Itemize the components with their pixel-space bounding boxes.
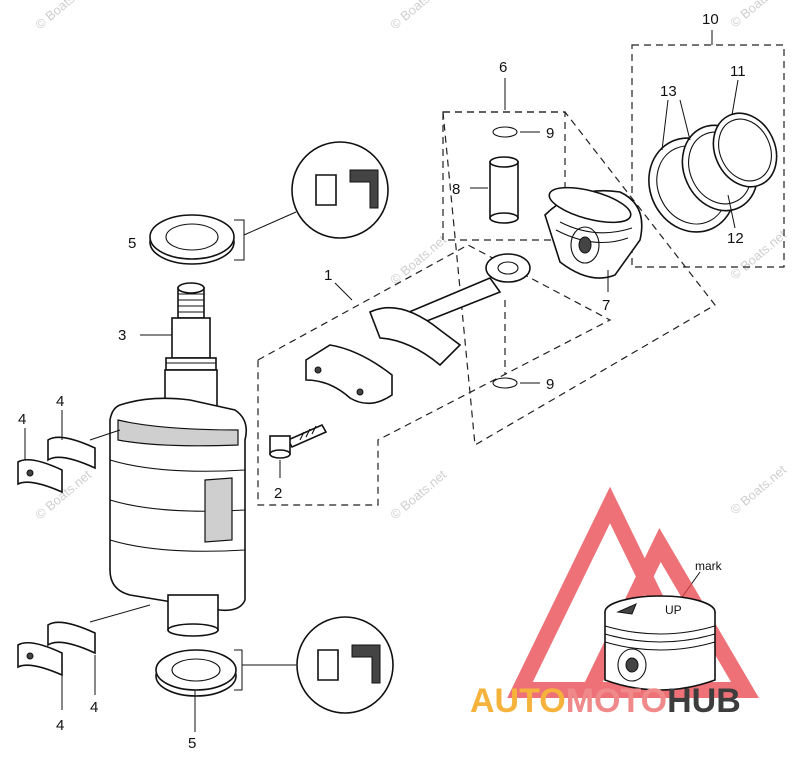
group-box-rings xyxy=(631,44,785,268)
logo-text-auto: AUTO xyxy=(470,682,566,720)
watermark: © Boats.net xyxy=(387,467,449,523)
callout-10: 10 xyxy=(702,11,719,28)
callout-13: 13 xyxy=(660,83,677,100)
logo-text-moto: MOTO xyxy=(566,682,667,720)
callout-9: 9 xyxy=(546,125,554,142)
automotohub-logo-text: AUTOMOTOHUB xyxy=(470,682,741,720)
callout-6: 6 xyxy=(499,59,507,76)
watermark: © Boats.net xyxy=(727,462,789,518)
callout-7: 7 xyxy=(602,297,610,314)
callout-1: 1 xyxy=(324,267,332,284)
piston xyxy=(544,186,643,279)
watermark: © Boats.net xyxy=(387,232,449,288)
callout-12: 12 xyxy=(727,230,744,247)
callout-2: 2 xyxy=(274,485,282,502)
connecting-rod xyxy=(305,253,531,405)
crankshaft xyxy=(109,282,248,637)
callout-9: 9 xyxy=(546,376,554,393)
group-box-piston xyxy=(442,111,716,446)
piston-rings xyxy=(648,112,778,233)
leader-lines xyxy=(24,30,739,732)
watermark: © Boats.net xyxy=(387,0,449,32)
group-box-6 xyxy=(442,111,566,241)
rod-bolt xyxy=(269,423,328,459)
bearing-lower xyxy=(17,621,96,677)
piston-pin xyxy=(489,156,519,224)
callout-3: 3 xyxy=(118,327,126,344)
oil-seal-lower xyxy=(155,616,394,714)
callout-4: 4 xyxy=(18,411,26,428)
bearing-upper xyxy=(17,436,96,494)
piston-detail: UP mark xyxy=(604,559,723,691)
logo-text-hub: HUB xyxy=(667,682,741,720)
watermark: © Boats.net xyxy=(32,0,94,32)
piston-crown-text: UP xyxy=(665,603,682,617)
oil-seal-upper xyxy=(149,141,389,265)
callout-4: 4 xyxy=(56,393,64,410)
group-box-1 xyxy=(257,244,612,506)
mark-label: mark xyxy=(695,559,723,573)
callout-11: 11 xyxy=(730,63,746,80)
watermark: © Boats.net xyxy=(727,0,789,30)
svg-text:AUTOMOTOHUB: AUTOMOTOHUB xyxy=(470,682,741,720)
callout-4: 4 xyxy=(90,699,98,716)
callout-4: 4 xyxy=(56,717,64,734)
callout-8: 8 xyxy=(452,181,460,198)
callout-5: 5 xyxy=(128,235,136,252)
callout-5: 5 xyxy=(188,735,196,752)
piston-pin-clip-lower xyxy=(492,377,518,389)
callouts: 1 2 3 4 4 4 4 5 5 6 7 8 9 9 10 11 12 13 xyxy=(18,11,746,752)
piston-pin-clip-upper xyxy=(492,126,518,138)
